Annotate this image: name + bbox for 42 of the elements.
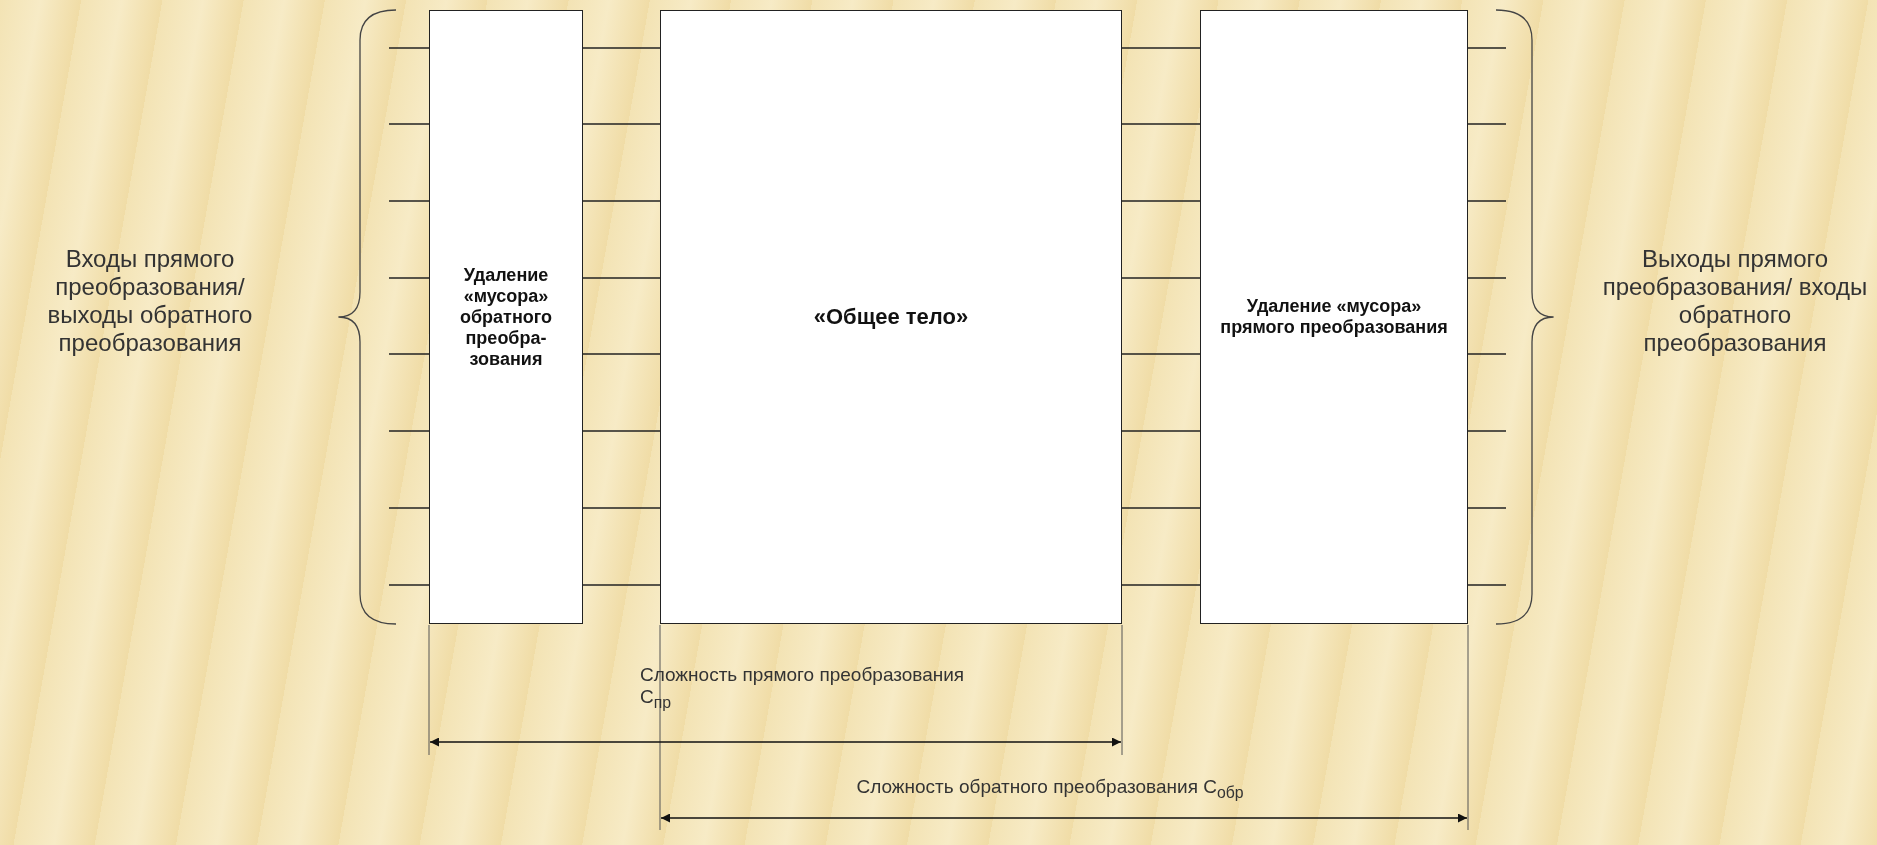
connector-line <box>582 200 661 202</box>
connector-line <box>582 507 661 509</box>
dimension-label: Сложность обратного преобразования C$_{обр}$ <box>855 776 1245 802</box>
block-label: «Общее тело» <box>812 304 970 330</box>
block-label: Удаление «мусора» прямого преобразования <box>1219 296 1449 338</box>
connector-line <box>1467 507 1507 509</box>
connector-line <box>388 353 430 355</box>
connector-line <box>1121 200 1201 202</box>
connector-line <box>1121 353 1201 355</box>
connector-line <box>388 200 430 202</box>
connector-line <box>388 584 430 586</box>
side-label: Входы прямого преобразования/ выходы обратного преобразования <box>46 245 254 357</box>
connector-line <box>582 277 661 279</box>
connector-line <box>1121 584 1201 586</box>
connector-line <box>1121 47 1201 49</box>
connector-line <box>388 123 430 125</box>
block-box <box>429 10 583 624</box>
connector-line <box>1121 507 1201 509</box>
connector-line <box>1467 430 1507 432</box>
connector-line <box>1467 584 1507 586</box>
dimension-label: Сложность прямого преобразования C$_{пр}$ <box>640 664 966 712</box>
connector-line <box>388 507 430 509</box>
connector-line <box>388 430 430 432</box>
block-label: Удаление «мусора» обратного преобра-зования <box>458 264 554 370</box>
connector-line <box>582 123 661 125</box>
side-label: Выходы прямого преобразования/ входы обратного преобразования <box>1601 245 1869 357</box>
block-box <box>1200 10 1468 624</box>
connector-line <box>1121 430 1201 432</box>
connector-line <box>1467 123 1507 125</box>
connector-line <box>1467 353 1507 355</box>
connector-line <box>582 430 661 432</box>
connector-line <box>388 47 430 49</box>
connector-line <box>582 47 661 49</box>
block-box <box>660 10 1122 624</box>
connector-line <box>388 277 430 279</box>
connector-line <box>582 353 661 355</box>
connector-line <box>1467 200 1507 202</box>
connector-line <box>1467 277 1507 279</box>
connector-line <box>582 584 661 586</box>
connector-line <box>1467 47 1507 49</box>
connector-line <box>1121 277 1201 279</box>
connector-line <box>1121 123 1201 125</box>
